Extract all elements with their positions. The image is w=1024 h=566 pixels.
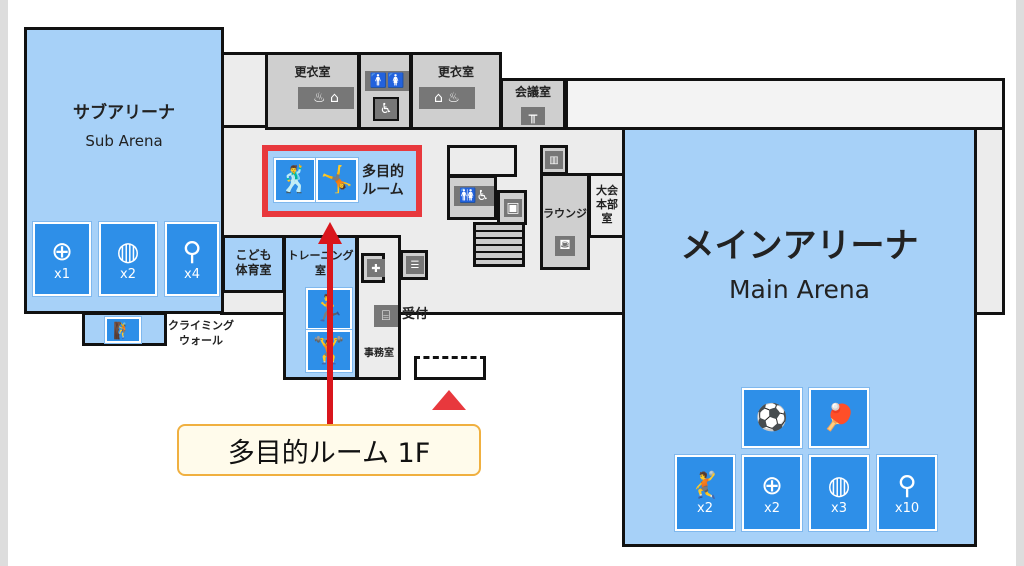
volleyball-icon: ◍x2 — [98, 221, 158, 297]
first-aid-room: ✚ — [361, 253, 385, 283]
stairs — [473, 222, 525, 267]
training-label-1: トレーニング — [287, 249, 354, 262]
wheelchair-icon: ♿ — [373, 97, 399, 121]
arrow-head-icon — [318, 222, 342, 244]
meeting-room-label: 会議室 — [514, 85, 551, 99]
climbing-wall[interactable]: 🧗 — [82, 312, 167, 346]
dance-icon: 🕺 — [273, 157, 317, 203]
vending-icon: ▣ — [504, 199, 522, 217]
kids-label-1: こども — [235, 248, 272, 262]
kids-gym[interactable]: こども体育室 — [222, 235, 285, 293]
count: x1 — [54, 266, 70, 282]
elevator[interactable]: ▥ — [540, 145, 568, 175]
location-callout: 多目的ルーム 1F — [177, 424, 481, 476]
locker-room-2[interactable]: 更衣室 ⌂ ♨ — [410, 52, 502, 130]
hq-label-3: 室 — [601, 212, 613, 225]
lounge-icon: ⛾ — [555, 236, 575, 256]
reception-label: 受付 — [402, 307, 429, 322]
badminton-icon: ⚲x4 — [164, 221, 220, 297]
office-label: 事務室 — [364, 348, 394, 359]
restroom-2[interactable]: 🚻♿ — [447, 175, 497, 220]
restroom[interactable]: 🚹🚺 ♿ — [358, 52, 412, 130]
count: x10 — [894, 500, 920, 516]
pointer-arrow — [327, 240, 333, 426]
north-hall — [565, 78, 1005, 130]
first-aid-icon: ✚ — [367, 259, 385, 277]
kids-label-2: 体育室 — [235, 263, 272, 277]
lounge-label: ラウンジ — [543, 207, 587, 220]
multipurpose-room[interactable]: 🕺 🤸 多目的ルーム — [268, 151, 416, 211]
main-arena-title-en: Main Arena — [728, 275, 870, 304]
entrance-marker-icon — [432, 390, 466, 410]
basketball-icon: ⊕x1 — [32, 221, 92, 297]
restroom-accessible-icon: 🚻♿ — [454, 186, 494, 206]
lounge[interactable]: ラウンジ ⛾ — [540, 173, 590, 270]
climbing-icon: 🧗 — [104, 316, 142, 344]
info-room: ☰ — [400, 250, 428, 280]
table-tennis-icon: 🏓 — [808, 387, 870, 449]
climbing-label-2: ウォール — [179, 334, 223, 347]
tournament-hq[interactable]: 大会本部室 — [588, 173, 626, 238]
hq-label-2: 本部 — [596, 198, 618, 211]
meeting-room[interactable]: 会議室 ╥ — [500, 78, 566, 130]
locker-room-1-label: 更衣室 — [294, 65, 331, 79]
locker-room-1[interactable]: 更衣室 ♨ ⌂ — [265, 52, 360, 130]
multipurpose-label-2: ルーム — [362, 182, 404, 198]
restroom-icon: 🚹🚺 — [365, 71, 409, 91]
shower-hanger-icon: ♨ ⌂ — [298, 87, 354, 109]
corridor-block — [220, 52, 270, 132]
elevator-icon: ▥ — [545, 151, 563, 169]
handball-icon: 🤾x2 — [674, 454, 736, 532]
count: x2 — [764, 500, 780, 516]
multipurpose-room-highlight[interactable]: 🕺 🤸 多目的ルーム — [262, 145, 422, 217]
main-arena[interactable]: メインアリーナ Main Arena ⚽ 🏓 🤾x2 ⊕x2 ◍x3 ⚲x10 — [622, 127, 977, 547]
sub-arena-title-ja: サブアリーナ — [73, 103, 175, 123]
climbing-label: クライミングウォール — [168, 318, 234, 348]
reception-icon: ⌸ — [374, 305, 398, 327]
entrance[interactable] — [414, 356, 486, 380]
locker-room-2-label: 更衣室 — [437, 65, 474, 79]
main-arena-title-ja: メインアリーナ — [680, 226, 919, 266]
center-room — [447, 145, 517, 177]
count: x4 — [184, 266, 200, 282]
count: x2 — [697, 500, 713, 516]
right-edge — [1016, 0, 1024, 566]
multipurpose-label-1: 多目的 — [362, 164, 404, 180]
basketball-icon: ⊕x2 — [741, 454, 803, 532]
count: x3 — [831, 500, 847, 516]
climbing-label-1: クライミング — [168, 319, 234, 332]
storage: ▣ — [497, 190, 527, 225]
left-edge — [0, 0, 8, 566]
hq-label-1: 大会 — [596, 184, 618, 197]
count: x2 — [120, 266, 136, 282]
sub-arena-title-en: Sub Arena — [85, 132, 163, 150]
volleyball-icon: ◍x3 — [808, 454, 870, 532]
sub-arena[interactable]: サブアリーナ Sub Arena ⊕x1 ◍x2 ⚲x4 — [24, 27, 224, 314]
badminton-icon: ⚲x10 — [876, 454, 938, 532]
training-label-2: 室 — [315, 264, 326, 277]
meeting-icon: ╥ — [521, 107, 545, 125]
soccer-icon: ⚽ — [741, 387, 803, 449]
hanger-shower-icon: ⌂ ♨ — [419, 87, 475, 109]
exercise-icon: 🤸 — [315, 157, 359, 203]
info-board-icon: ☰ — [406, 256, 424, 274]
